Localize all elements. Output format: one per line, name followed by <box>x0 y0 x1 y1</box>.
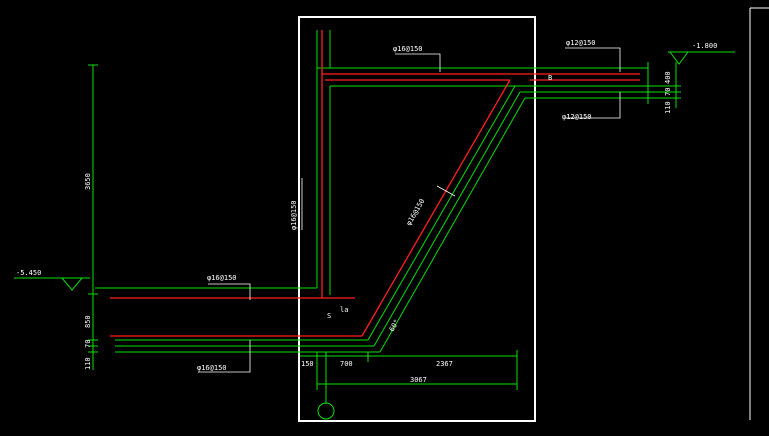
right-top-rebar-label: φ12@150 <box>566 39 596 47</box>
label-leaders <box>198 47 621 373</box>
la-mark: la <box>340 306 348 314</box>
elevation-right-label: -1.800 <box>692 42 717 50</box>
top-rebar-label: φ16@150 <box>393 45 423 53</box>
wall-rebar-label: φ16@150 <box>290 200 298 230</box>
dim-70-right-label: 70 <box>664 88 672 96</box>
concrete-outline <box>95 30 672 420</box>
left-top-rebar-label: φ16@150 <box>207 274 237 282</box>
slope-rebar-label: φ16@150 <box>405 197 427 227</box>
section-frame <box>298 16 536 422</box>
right-bottom-rebar-label: φ12@150 <box>562 113 592 121</box>
dim-150-label: 150 <box>301 360 314 368</box>
dimension-lines <box>14 51 735 390</box>
dim-110-right-label: 110 <box>664 101 672 114</box>
elevation-left-label: -5.450 <box>16 269 41 277</box>
rebar-lines <box>110 30 640 337</box>
dim-2367-label: 2367 <box>436 360 453 368</box>
dim-400-label: 400 <box>664 71 672 84</box>
b-mark: B <box>548 74 552 82</box>
dim-850-label: 850 <box>84 315 92 328</box>
sheet-border <box>749 7 769 420</box>
dim-700-label: 700 <box>340 360 353 368</box>
dim-3067-label: 3067 <box>410 376 427 384</box>
dim-3650-label: 3650 <box>84 173 92 190</box>
dim-70-label: 70 <box>84 340 92 348</box>
angle-label: 60° <box>388 318 401 333</box>
left-bottom-rebar-label: φ16@150 <box>197 364 227 372</box>
dim-110-left-label: 110 <box>84 357 92 370</box>
s-mark: S <box>327 312 331 320</box>
